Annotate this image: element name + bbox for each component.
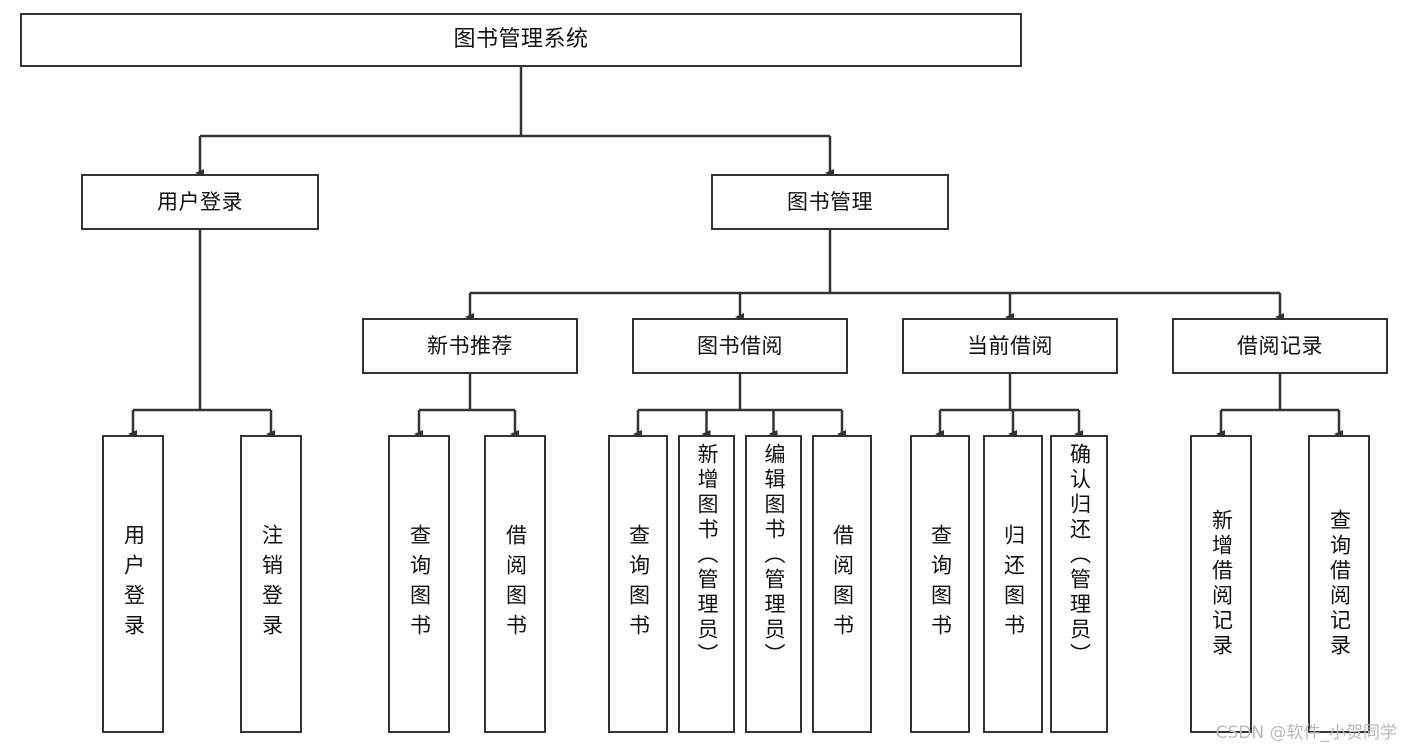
node-label: 新增借阅记录 bbox=[1209, 509, 1234, 659]
node-book-borrow[interactable]: 图书借阅 bbox=[632, 318, 848, 374]
node-new-book-recommend[interactable]: 新书推荐 bbox=[362, 318, 578, 374]
node-label: 用户登录 bbox=[121, 524, 146, 644]
leaf-user-logout[interactable]: 注销登录 bbox=[240, 435, 302, 733]
node-label: 归还图书 bbox=[1001, 524, 1026, 644]
node-label: 借阅图书 bbox=[503, 524, 528, 644]
node-user-login[interactable]: 用户登录 bbox=[81, 174, 319, 230]
leaf-record-query-borrow-record[interactable]: 查询借阅记录 bbox=[1308, 435, 1370, 733]
node-label: 确认归还（管理员） bbox=[1067, 443, 1092, 668]
node-label: 当前借阅 bbox=[967, 333, 1053, 358]
node-label: 借阅图书 bbox=[830, 524, 855, 644]
node-label: 借阅记录 bbox=[1237, 333, 1323, 358]
node-root[interactable]: 图书管理系统 bbox=[20, 13, 1022, 67]
node-label: 查询图书 bbox=[407, 524, 432, 644]
node-label: 图书管理 bbox=[787, 189, 873, 214]
node-label: 查询图书 bbox=[928, 524, 953, 644]
node-label: 编辑图书（管理员） bbox=[762, 443, 786, 668]
leaf-current-confirm-return-admin[interactable]: 确认归还（管理员） bbox=[1050, 435, 1108, 733]
leaf-borrow-edit-book-admin[interactable]: 编辑图书（管理员） bbox=[745, 435, 802, 733]
leaf-recommend-borrow-book[interactable]: 借阅图书 bbox=[484, 435, 546, 733]
leaf-recommend-query-book[interactable]: 查询图书 bbox=[388, 435, 450, 733]
node-book-manage[interactable]: 图书管理 bbox=[711, 174, 949, 230]
node-label: 新书推荐 bbox=[427, 333, 513, 358]
leaf-borrow-add-book-admin[interactable]: 新增图书（管理员） bbox=[678, 435, 735, 733]
node-label: 图书管理系统 bbox=[453, 27, 589, 53]
csdn-watermark: CSDN @软件_小贺同学 bbox=[1215, 723, 1397, 743]
node-label: 图书借阅 bbox=[697, 333, 783, 358]
node-current-borrow[interactable]: 当前借阅 bbox=[902, 318, 1118, 374]
leaf-record-add-borrow-record[interactable]: 新增借阅记录 bbox=[1190, 435, 1252, 733]
leaf-user-login[interactable]: 用户登录 bbox=[102, 435, 164, 733]
node-borrow-record[interactable]: 借阅记录 bbox=[1172, 318, 1388, 374]
node-label: 查询图书 bbox=[626, 524, 651, 644]
node-label: 用户登录 bbox=[157, 189, 243, 214]
leaf-current-return-book[interactable]: 归还图书 bbox=[983, 435, 1043, 733]
node-label: 新增图书（管理员） bbox=[695, 443, 719, 668]
node-label: 注销登录 bbox=[259, 524, 284, 644]
node-label: 查询借阅记录 bbox=[1327, 509, 1352, 659]
leaf-borrow-borrow-book[interactable]: 借阅图书 bbox=[812, 435, 872, 733]
leaf-current-query-book[interactable]: 查询图书 bbox=[910, 435, 970, 733]
leaf-borrow-query-book[interactable]: 查询图书 bbox=[608, 435, 668, 733]
